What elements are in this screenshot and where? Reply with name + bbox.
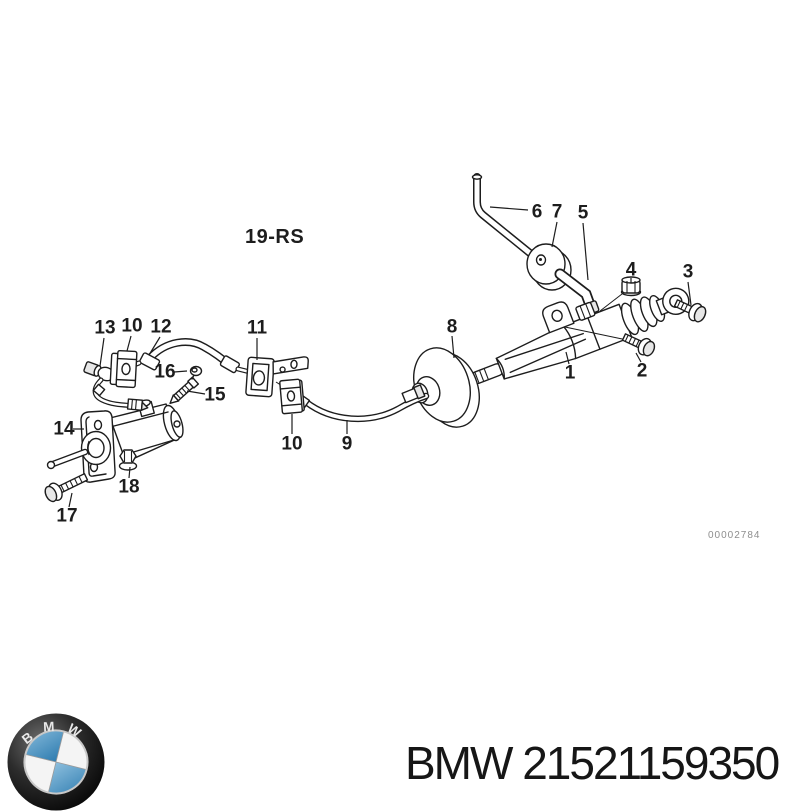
bolt-3: [673, 299, 707, 323]
callout-10: 10: [121, 316, 142, 337]
leader-line-7: [551, 221, 558, 248]
leader-line-8: [451, 335, 455, 359]
leader-line-1: [565, 351, 570, 365]
callout-12: 12: [150, 317, 171, 338]
bracket-11: [245, 356, 309, 398]
leader-line-5: [582, 222, 589, 281]
slave-cylinder: [44, 399, 184, 503]
callout-14: 14: [53, 419, 75, 440]
callout-5: 5: [578, 203, 589, 224]
leader-line-2: [635, 352, 642, 363]
clutch-pipe: [283, 384, 430, 423]
nut-18: [118, 449, 138, 471]
leader-line-10: [126, 335, 132, 352]
nut4-alignment-line: [599, 293, 623, 312]
callout-15: 15: [204, 385, 226, 406]
callout-7: 7: [552, 202, 563, 223]
bracket-10-left: [109, 349, 138, 389]
callout-2: 2: [637, 361, 648, 382]
bleeder-cap: [189, 365, 203, 380]
bmw-logo: BMW: [7, 713, 105, 811]
bolt-17: [44, 473, 89, 503]
leader-line-17: [68, 492, 73, 508]
leader-line-15: [186, 390, 206, 395]
callout-16: 16: [154, 362, 175, 383]
logo-quadrants: [23, 729, 89, 795]
pushrod: [46, 448, 89, 470]
callout-11: 11: [247, 318, 268, 339]
leader-line-3: [687, 281, 692, 306]
leader-line-18: [128, 466, 131, 479]
bolt-2: [621, 333, 656, 357]
callout-8: 8: [447, 317, 458, 338]
pipe-union: [126, 398, 149, 411]
callout-17: 17: [56, 506, 77, 527]
leader-line-13: [99, 337, 105, 367]
callout-6: 6: [532, 202, 543, 223]
bleeder-screw: [169, 376, 200, 405]
leader-line-16: [173, 370, 188, 373]
callout-1: 1: [565, 363, 576, 384]
callout-4: 4: [626, 260, 637, 281]
filler-tube: [471, 173, 540, 262]
callout-18: 18: [118, 477, 139, 498]
part-number-label: BMW 21521159350: [405, 737, 780, 789]
bracket-10-right: [279, 378, 305, 415]
callout-3: 3: [683, 262, 694, 283]
bolt2-alignment-line: [564, 326, 628, 341]
callout-10: 10: [281, 434, 302, 455]
callout-13: 13: [94, 318, 115, 339]
section-label: 19-RS: [245, 226, 305, 248]
leader-line-6: [489, 206, 529, 211]
master-cylinder: [470, 287, 690, 385]
pushrod-boot: [620, 294, 666, 336]
drawing-number: 00002784: [708, 530, 761, 541]
callout-9: 9: [342, 434, 353, 455]
leader-line-12: [148, 336, 161, 356]
